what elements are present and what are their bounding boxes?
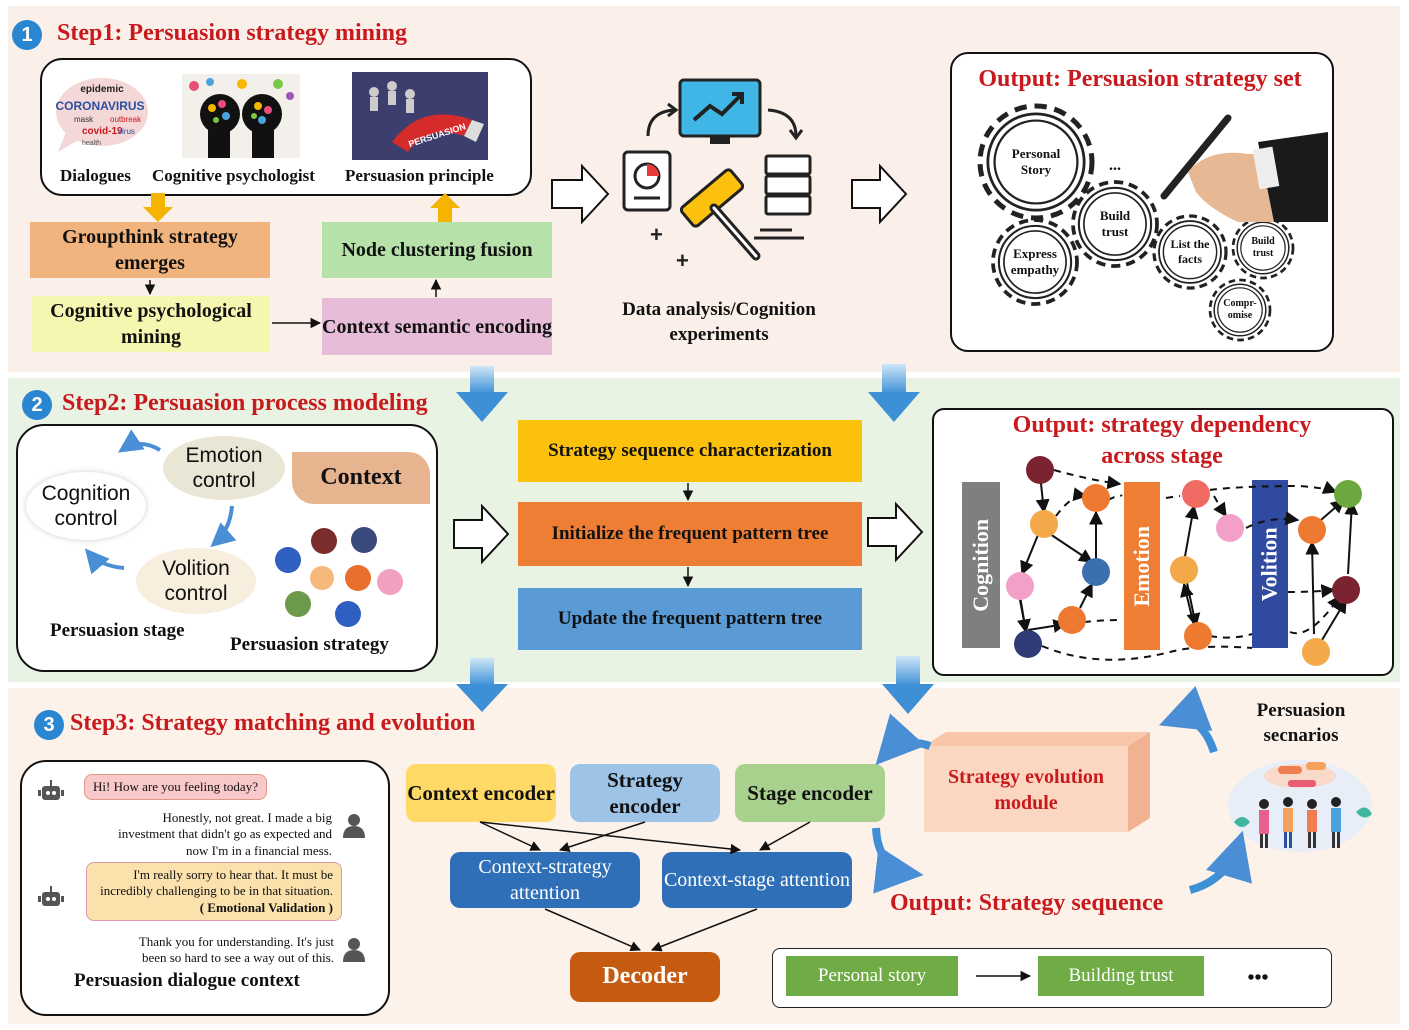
source-cognitive-psychologist: Cognitive psychologist — [152, 166, 315, 185]
context-encoding-box: Context semantic encoding — [322, 298, 552, 355]
emotion-ellipse — [163, 436, 285, 500]
wordcloud-word: CORONAVIRUS — [55, 99, 144, 113]
wordcloud-word: epidemic — [80, 84, 124, 95]
sequence-more: ••• — [1247, 967, 1269, 989]
bar-emotion-label: Emotion — [1128, 525, 1154, 607]
context-stage-attention: Context-stage attention — [662, 852, 852, 908]
pen-hand-icon — [1148, 112, 1328, 222]
wordcloud-word: outbreak — [110, 115, 142, 124]
dependency-title: Output: strategy dependency across stage — [1012, 412, 1312, 470]
step1-title: Step1: Persuasion strategy mining — [57, 20, 407, 46]
cognition-ellipse — [26, 472, 146, 540]
bot-message: I'm really sorry to hear that. It must b… — [86, 862, 342, 921]
robot-icon — [38, 780, 64, 804]
strategy-encoder: Strategy encoder — [570, 764, 720, 822]
svg-text:+: + — [650, 222, 663, 247]
groupthink-box: Groupthink strategy emerges — [30, 222, 270, 278]
wordcloud-word: health — [82, 140, 101, 147]
gear-label: Compr-omise — [1223, 298, 1257, 321]
cognition-label: Cognition control — [41, 481, 131, 530]
bar-cognition-label: Cognition — [967, 518, 993, 612]
bar-emotion: Emotion — [1124, 482, 1160, 650]
evolution-module-3d — [924, 732, 1156, 834]
volition-label: Volition control — [162, 556, 230, 605]
cognitive-psychologist-image — [182, 74, 300, 158]
persuasion-principle-image: PERSUASION — [352, 72, 488, 160]
step1-number: 1 — [12, 20, 42, 50]
step3-title: Step3: Strategy matching and evolution — [70, 710, 476, 736]
analysis-icons: + + — [618, 76, 818, 276]
robot-icon — [38, 886, 64, 910]
scenarios-label: Persuasion secnarios — [1256, 700, 1346, 746]
step2-title: Step2: Persuasion process modeling — [62, 390, 428, 416]
heads-svg — [189, 78, 294, 158]
gear-label: Build trust — [1251, 236, 1275, 259]
bot-message-text: I'm really sorry to hear that. It must b… — [100, 867, 333, 899]
stage-encoder: Stage encoder — [735, 764, 885, 822]
document-chart-icon — [622, 150, 672, 212]
sequence-item: Personal story — [786, 956, 958, 996]
analysis-svg: + + — [622, 78, 812, 273]
volition-ellipse — [136, 548, 256, 614]
update-tree-box: Update the frequent pattern tree — [518, 588, 862, 650]
strategy-sequence-title: Output: Strategy sequence — [890, 890, 1164, 916]
analysis-label: Data analysis/Cognition experiments — [622, 299, 816, 345]
step3-number: 3 — [34, 710, 64, 740]
strategy-set-title: Output: Persuasion strategy set — [978, 66, 1302, 92]
seq-char-box: Strategy sequence characterization — [518, 420, 862, 482]
step2-number: 2 — [22, 390, 52, 420]
evolution-module-label: Strategy evolution module — [947, 766, 1105, 814]
cognitive-mining-box: Cognitive psychological mining — [32, 296, 270, 352]
svg-text:+: + — [676, 248, 689, 273]
strategy-label: Persuasion strategy — [230, 634, 389, 655]
user-message: Thank you for understanding. It's just b… — [138, 934, 334, 966]
gear-label: Personal Story — [1011, 145, 1061, 177]
stage-label: Persuasion stage — [50, 620, 185, 641]
gear-label: List the facts — [1170, 237, 1210, 266]
wordcloud-svg: epidemic CORONAVIRUS mask covid-19 healt… — [55, 78, 148, 152]
bar-cognition: Cognition — [962, 482, 1000, 648]
context-tab: Context — [292, 452, 430, 504]
gear-ellipsis: ... — [1109, 156, 1121, 174]
wordcloud-word: covid-19 — [82, 126, 123, 137]
dialogue-label: Persuasion dialogue context — [74, 970, 300, 991]
pen-hand-svg — [1160, 114, 1328, 222]
user-icon — [342, 936, 366, 962]
hammer-icon — [679, 168, 761, 261]
user-message: Honestly, not great. I made a big invest… — [118, 810, 332, 858]
monitor-chart-icon — [678, 78, 762, 144]
source-dialogues: Dialogues — [60, 166, 131, 185]
init-tree-box: Initialize the frequent pattern tree — [518, 502, 862, 566]
server-icon — [764, 154, 812, 216]
gear-label: Express empathy — [1010, 245, 1060, 277]
sequence-item: Building trust — [1038, 956, 1204, 996]
strategy-tag: ( Emotional Validation ) — [199, 899, 333, 915]
context-encoder: Context encoder — [406, 764, 556, 822]
bar-volition-label: Volition — [1256, 527, 1282, 601]
wordcloud-image: epidemic CORONAVIRUS mask covid-19 healt… — [52, 72, 148, 156]
node-clustering-box: Node clustering fusion — [322, 222, 552, 278]
people-scene-icon — [1226, 752, 1374, 856]
decoder-box: Decoder — [570, 952, 720, 1002]
gear-label: Build trust — [1099, 207, 1131, 239]
source-persuasion-principle: Persuasion principle — [345, 166, 494, 185]
bar-volition: Volition — [1252, 480, 1288, 648]
wordcloud-word: virus — [118, 127, 135, 136]
wordcloud-word: mask — [74, 115, 94, 124]
bot-message: Hi! How are you feeling today? — [84, 774, 267, 801]
context-strategy-attention: Context-strategy attention — [450, 852, 640, 908]
emotion-label: Emotion control — [185, 443, 263, 492]
user-icon — [342, 812, 366, 838]
magnet-svg: PERSUASION — [369, 81, 484, 152]
